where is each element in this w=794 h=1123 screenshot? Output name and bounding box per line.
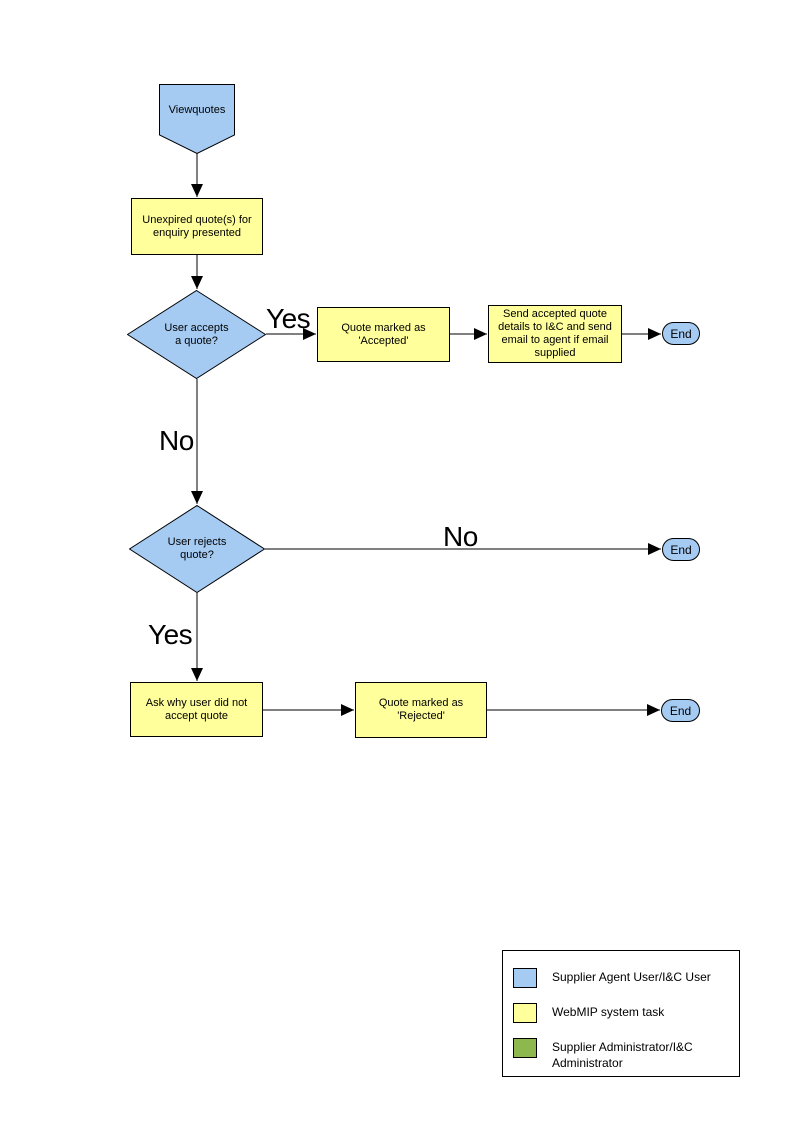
process-ask-why: Ask why user did not accept quote: [130, 682, 263, 737]
legend-item-supplier-agent-user: Supplier Agent User/I&C User: [513, 968, 738, 988]
edge-label-accept-no: No: [159, 425, 194, 456]
process-ask-why-label: Ask why user did not accept quote: [145, 696, 248, 722]
diamond-shape: [129, 505, 265, 593]
start-node-viewquotes: Viewquotes: [159, 84, 235, 154]
end-node-reject-no-label: End: [670, 542, 692, 557]
process-quote-marked-rejected-label: Quote marked as 'Rejected': [378, 697, 464, 722]
legend-label-webmip-system-task: WebMIP system task: [552, 1005, 665, 1019]
legend-box: Supplier Agent User/I&C User WebMIP syst…: [502, 950, 740, 1077]
process-quote-marked-accepted-label: Quote marked as 'Accepted': [341, 321, 426, 347]
pentagon-shape: [159, 84, 235, 154]
legend-swatch-blue: [513, 968, 537, 988]
process-quote-marked-accepted: Quote marked as 'Accepted': [317, 307, 450, 362]
legend-label-supplier-agent-user: Supplier Agent User/I&C User: [552, 970, 711, 984]
process-unexpired-quotes-label: Unexpired quote(s) for enquiry presented: [142, 213, 252, 239]
end-node-accept-label: End: [670, 326, 692, 341]
edge-label-reject-yes: Yes: [148, 619, 193, 650]
start-node-label: Viewquotes: [168, 103, 226, 116]
legend-item-supplier-administrator: Supplier Administrator/I&C Administrator: [513, 1038, 738, 1071]
end-node-reject-yes-label: End: [669, 703, 692, 718]
process-send-accepted-details-label: Send accepted quote details to I&C and s…: [498, 308, 612, 359]
process-quote-marked-rejected: Quote marked as 'Rejected': [355, 682, 487, 738]
legend-item-webmip-system-task: WebMIP system task: [513, 1003, 738, 1023]
end-node-accept: End: [662, 322, 700, 345]
legend-swatch-green: [513, 1038, 537, 1058]
end-node-reject-no: End: [662, 538, 700, 561]
decision-user-accepts: User accepts a quote?: [127, 290, 266, 379]
legend-swatch-yellow: [513, 1003, 537, 1023]
decision-user-accepts-label: User accepts a quote?: [164, 321, 229, 347]
edge-label-reject-no: No: [443, 521, 478, 552]
diamond-shape: [127, 290, 266, 379]
legend-label-supplier-administrator: Supplier Administrator/I&C Administrator: [552, 1040, 693, 1070]
decision-user-rejects-label: User rejects quote?: [167, 536, 227, 561]
process-unexpired-quotes: Unexpired quote(s) for enquiry presented: [131, 198, 263, 255]
end-node-reject-yes: End: [661, 699, 700, 722]
edge-label-accept-yes: Yes: [266, 303, 311, 334]
process-send-accepted-details: Send accepted quote details to I&C and s…: [488, 305, 622, 363]
decision-user-rejects: User rejects quote?: [129, 505, 265, 593]
